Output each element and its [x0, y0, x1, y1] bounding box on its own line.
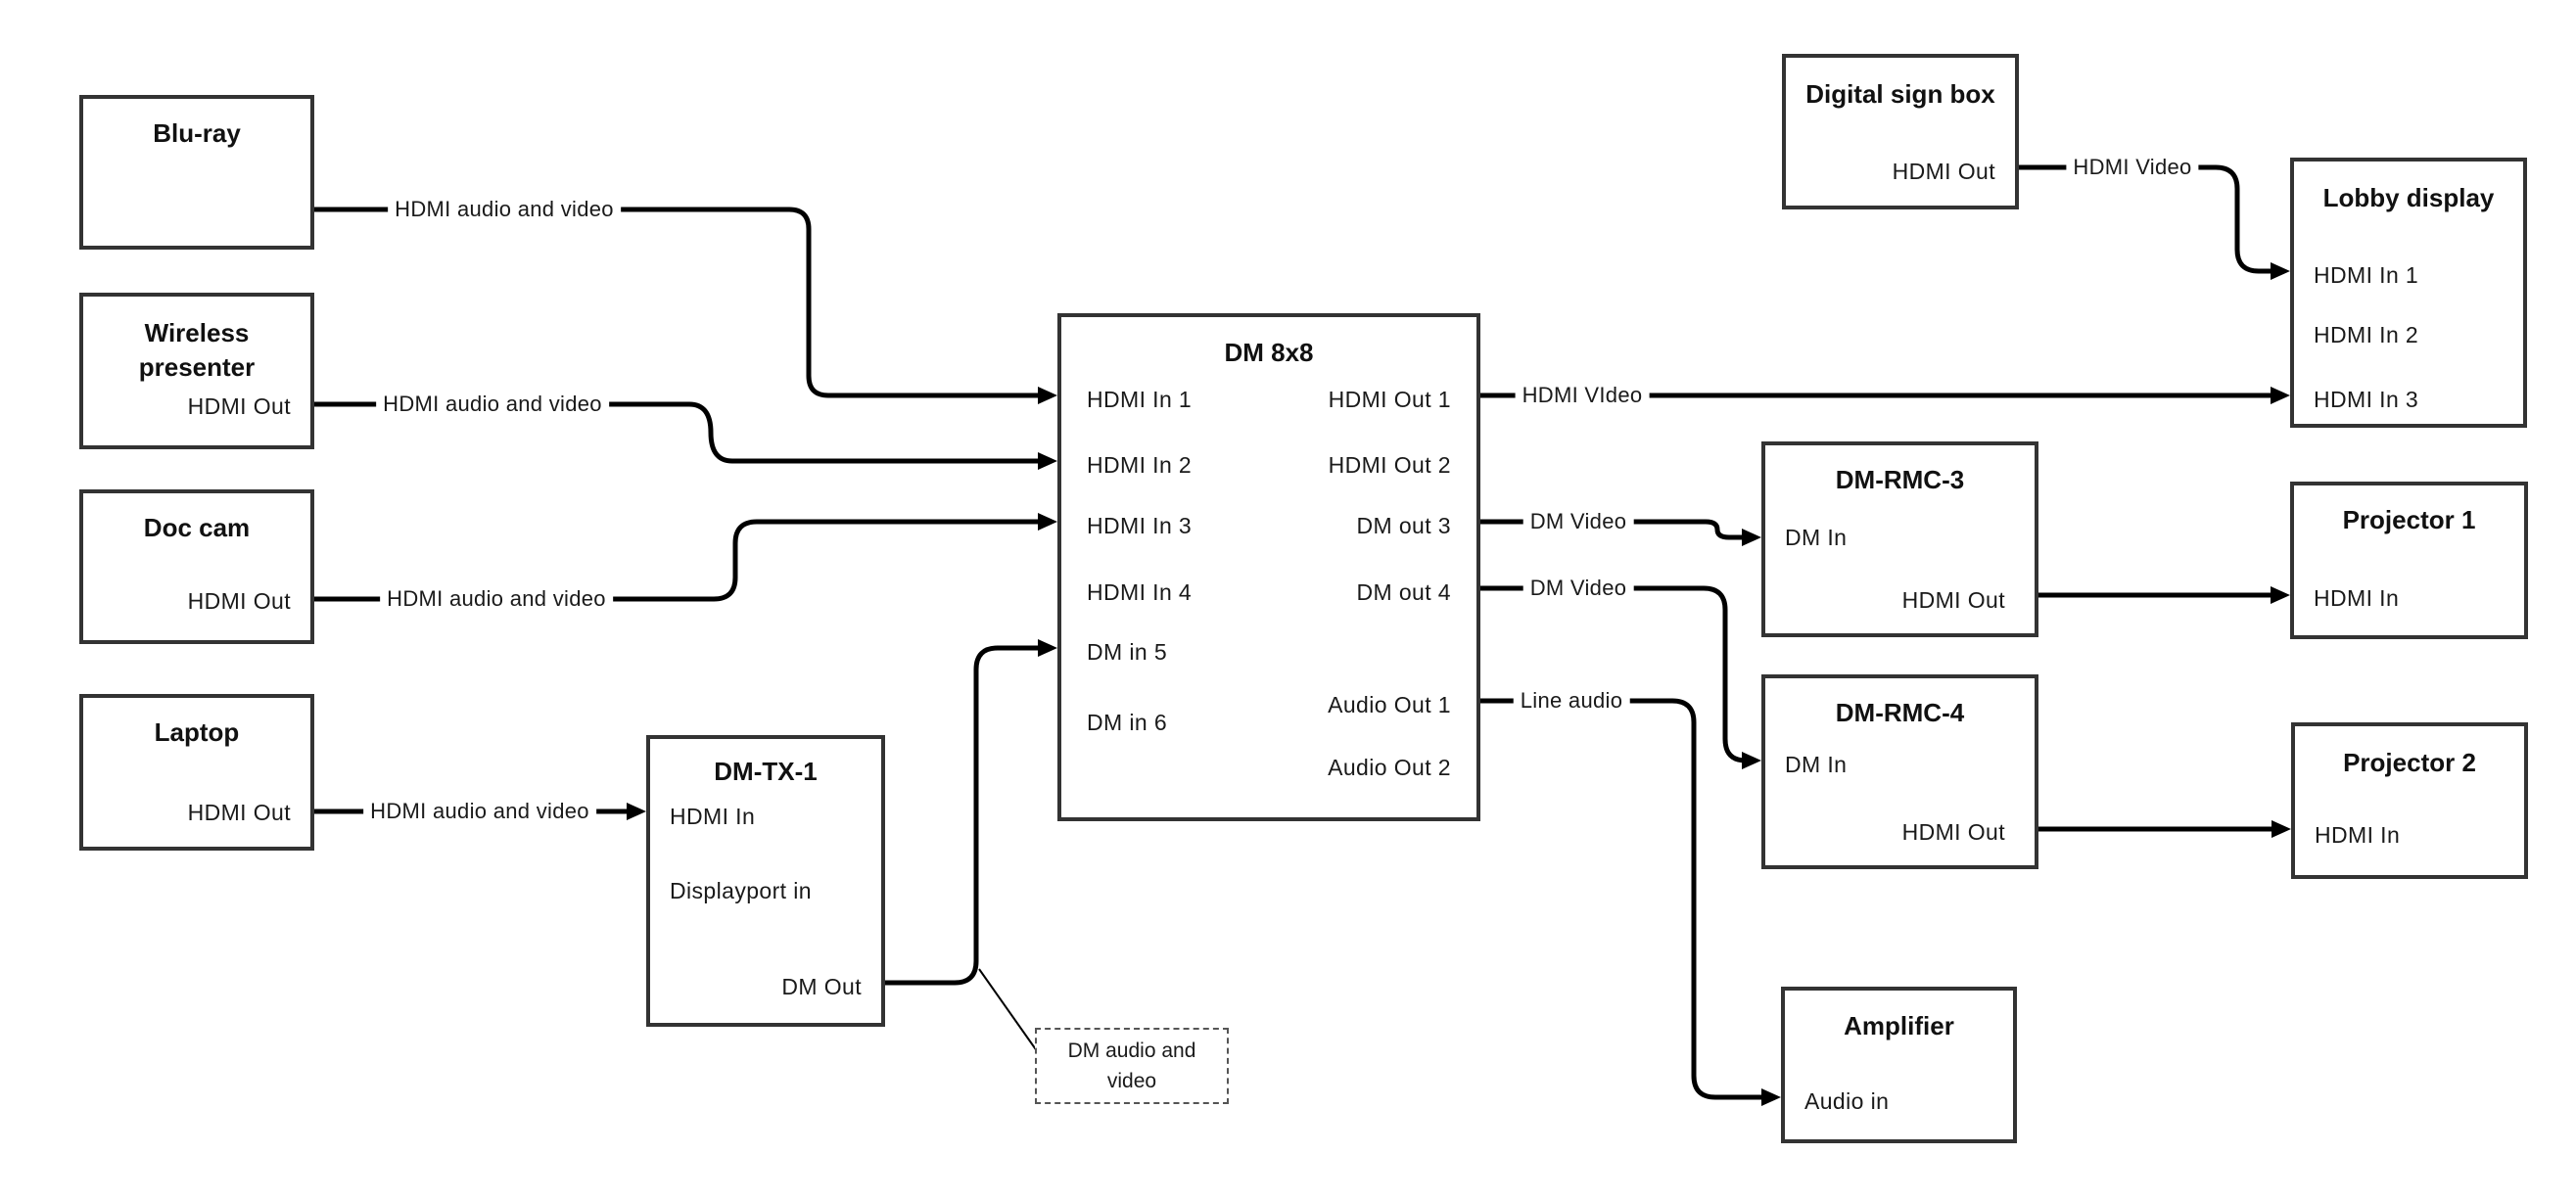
arrowhead-rmc3-dm-in — [1742, 529, 1761, 546]
node-dm-rmc-3: DM-RMC-3 DM In HDMI Out — [1761, 441, 2038, 637]
connection-sign-box-to-lobby-in1 — [2019, 164, 2276, 274]
connection-dm8x8-out3-to-rmc3 — [1480, 519, 1748, 540]
node-title: Lobby display — [2322, 183, 2495, 212]
node-dm-rmc-4: DM-RMC-4 DM In HDMI Out — [1761, 674, 2038, 869]
port-hdmi-in: HDMI In — [670, 804, 756, 829]
node-lobby-display: Lobby display HDMI In 1 HDMI In 2 HDMI I… — [2290, 158, 2527, 428]
port-dm-in: DM In — [1785, 525, 1848, 550]
port-dm-in: DM In — [1785, 752, 1848, 777]
node-title: Digital sign box — [1805, 79, 1995, 109]
port-hdmi-in-2: HDMI In 2 — [1087, 452, 1193, 478]
port-dm-in-6: DM in 6 — [1087, 710, 1168, 735]
callout-dm-audio-and-video: DM audio and video — [1035, 1028, 1229, 1104]
connection-dm8x8-audio1-to-amplifier — [1480, 698, 1767, 1100]
node-digital-sign-box: Digital sign box HDMI Out — [1782, 54, 2019, 209]
port-hdmi-out: HDMI Out — [187, 800, 291, 825]
port-hdmi-out: HDMI Out — [187, 393, 291, 419]
port-hdmi-in-3: HDMI In 3 — [2314, 387, 2419, 412]
arrowhead-dm-tx-1-in — [627, 803, 646, 820]
node-dm-8x8: DM 8x8 HDMI In 1 HDMI In 2 HDMI In 3 HDM… — [1057, 313, 1480, 821]
port-hdmi-in-1: HDMI In 1 — [1087, 387, 1193, 412]
port-hdmi-out: HDMI Out — [1901, 819, 2005, 845]
port-hdmi-in-4: HDMI In 4 — [1087, 579, 1193, 605]
connection-label-hdmi-video-sign: HDMI Video — [2066, 154, 2199, 181]
port-dm-out-4: DM out 4 — [1356, 579, 1451, 605]
node-wireless-presenter: Wireless presenter HDMI Out — [79, 293, 314, 449]
port-hdmi-in: HDMI In — [2314, 585, 2400, 611]
node-title: Wireless presenter — [138, 318, 256, 382]
arrowhead-dm8x8-in3 — [1038, 513, 1057, 531]
connection-dm8x8-out4-to-rmc4 — [1480, 585, 1748, 763]
port-dm-out-3: DM out 3 — [1356, 513, 1451, 538]
connection-blu-ray-to-dm8x8-in1 — [314, 207, 1044, 398]
connection-label-hdmi-audio-video-4: HDMI audio and video — [363, 798, 596, 825]
node-title: DM 8x8 — [1224, 338, 1314, 367]
node-projector-2: Projector 2 HDMI In — [2291, 722, 2528, 879]
arrowhead-projector1-in — [2271, 586, 2290, 604]
node-amplifier: Amplifier Audio in — [1781, 987, 2017, 1143]
port-hdmi-out: HDMI Out — [187, 588, 291, 614]
connection-label-hdmi-audio-video-3: HDMI audio and video — [380, 585, 613, 613]
port-displayport-in: Displayport in — [670, 878, 812, 903]
port-audio-out-1: Audio Out 1 — [1328, 692, 1451, 717]
arrowhead-projector2-in — [2272, 820, 2291, 838]
port-hdmi-out: HDMI Out — [1901, 587, 2005, 613]
arrowhead-dm8x8-in2 — [1038, 452, 1057, 470]
port-dm-out: DM Out — [781, 974, 862, 999]
arrowhead-amplifier-audio-in — [1761, 1088, 1781, 1106]
port-audio-in: Audio in — [1804, 1088, 1890, 1114]
callout-text: DM audio and video — [1067, 1039, 1196, 1092]
port-hdmi-out-1: HDMI Out 1 — [1328, 387, 1451, 412]
port-hdmi-out-2: HDMI Out 2 — [1328, 452, 1451, 478]
node-title: Laptop — [154, 717, 240, 747]
connection-label-dm-video-out3: DM Video — [1522, 508, 1634, 535]
port-audio-out-2: Audio Out 2 — [1328, 755, 1451, 780]
node-projector-1: Projector 1 HDMI In — [2290, 482, 2528, 639]
connection-doc-cam-to-dm8x8-in3 — [314, 519, 1044, 602]
node-title: DM-RMC-3 — [1835, 465, 1965, 494]
port-hdmi-out: HDMI Out — [1892, 159, 1995, 184]
node-title: Projector 2 — [2343, 748, 2476, 777]
connection-wireless-to-dm8x8-in2 — [314, 401, 1044, 464]
node-dm-tx-1: DM-TX-1 HDMI In Displayport in DM Out — [646, 735, 885, 1027]
node-title: Doc cam — [143, 513, 251, 542]
port-dm-in-5: DM in 5 — [1087, 639, 1168, 665]
connection-label-line-audio: Line audio — [1513, 687, 1630, 715]
node-title: Projector 1 — [2342, 505, 2476, 534]
arrowhead-lobby-in3 — [2271, 387, 2290, 404]
port-hdmi-in: HDMI In — [2315, 822, 2401, 848]
arrowhead-dm8x8-in5 — [1038, 639, 1057, 657]
arrowhead-rmc4-dm-in — [1742, 752, 1761, 769]
node-title: DM-TX-1 — [714, 757, 818, 786]
node-title: Blu-ray — [153, 118, 241, 148]
connection-label-hdmi-video-out1: HDMI VIdeo — [1515, 382, 1650, 409]
connection-label-dm-video-out4: DM Video — [1522, 575, 1634, 602]
port-hdmi-in-3: HDMI In 3 — [1087, 513, 1193, 538]
callout-leader-line — [978, 968, 1041, 1056]
node-blu-ray: Blu-ray HDMI Out — [79, 95, 314, 319]
connection-label-hdmi-audio-video-2: HDMI audio and video — [376, 391, 609, 418]
node-title: DM-RMC-4 — [1835, 698, 1965, 727]
connection-dm-tx-1-to-dm8x8-in5 — [885, 645, 1044, 986]
node-title: Amplifier — [1844, 1011, 1954, 1040]
node-laptop: Laptop HDMI Out — [79, 694, 314, 851]
node-doc-cam: Doc cam HDMI Out — [79, 489, 314, 644]
arrowhead-dm8x8-in1 — [1038, 387, 1057, 404]
port-hdmi-in-1: HDMI In 1 — [2314, 262, 2419, 288]
port-hdmi-in-2: HDMI In 2 — [2314, 322, 2419, 347]
arrowhead-lobby-in1 — [2271, 262, 2290, 280]
connection-label-hdmi-audio-video-1: HDMI audio and video — [388, 196, 621, 223]
